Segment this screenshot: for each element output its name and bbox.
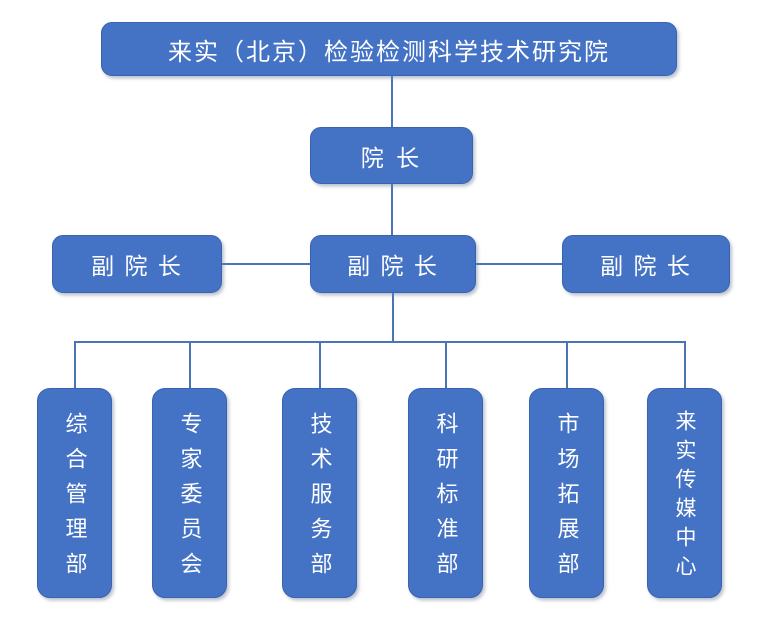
org-box-deputy-director-2-label: 副 院 长: [347, 253, 439, 279]
org-box-director: 院 长: [310, 127, 473, 184]
org-box-deputy-director-1-label: 副 院 长: [91, 253, 183, 279]
org-box-expert-committee-label: 专家委员会: [177, 412, 203, 587]
org-box-tech-service-dept: 技术服务部: [282, 388, 357, 598]
connector-drop-general-admin: [74, 341, 76, 388]
connector-drop-expert-committee: [189, 341, 191, 388]
connector-drop-tech-service: [319, 341, 321, 388]
org-box-tech-service-dept-label: 技术服务部: [307, 412, 333, 587]
org-box-general-admin-dept-label: 综合管理部: [62, 412, 88, 587]
org-box-expert-committee: 专家委员会: [152, 388, 227, 598]
connector-deputy-to-bus: [392, 293, 394, 343]
connector-deputy-left: [222, 263, 310, 265]
org-box-research-standards-dept: 科研标准部: [408, 388, 483, 598]
org-box-market-expansion-dept-label: 市场拓展部: [554, 412, 580, 587]
connector-root-to-director: [391, 76, 393, 127]
connector-department-bus: [74, 341, 686, 343]
org-box-research-standards-dept-label: 科研标准部: [433, 412, 459, 587]
org-box-institute-label: 来实（北京）检验检测科学技术研究院: [168, 38, 610, 66]
connector-deputy-right: [476, 263, 562, 265]
connector-director-to-deputy: [391, 184, 393, 235]
org-box-deputy-director-3-label: 副 院 长: [600, 253, 692, 279]
org-box-general-admin-dept: 综合管理部: [37, 388, 112, 598]
org-box-market-expansion-dept: 市场拓展部: [529, 388, 604, 598]
connector-drop-research-standards: [445, 341, 447, 388]
org-box-director-label: 院 长: [360, 144, 423, 171]
org-box-media-center: 来实传媒中心: [647, 388, 722, 598]
connector-drop-media-center: [684, 341, 686, 388]
org-box-media-center-label: 来实传媒中心: [673, 410, 696, 584]
org-box-deputy-director-3: 副 院 长: [562, 235, 730, 293]
org-box-institute: 来实（北京）检验检测科学技术研究院: [101, 22, 677, 76]
org-box-deputy-director-1: 副 院 长: [52, 235, 222, 293]
connector-drop-market-expansion: [566, 341, 568, 388]
org-box-deputy-director-2: 副 院 长: [310, 235, 476, 293]
